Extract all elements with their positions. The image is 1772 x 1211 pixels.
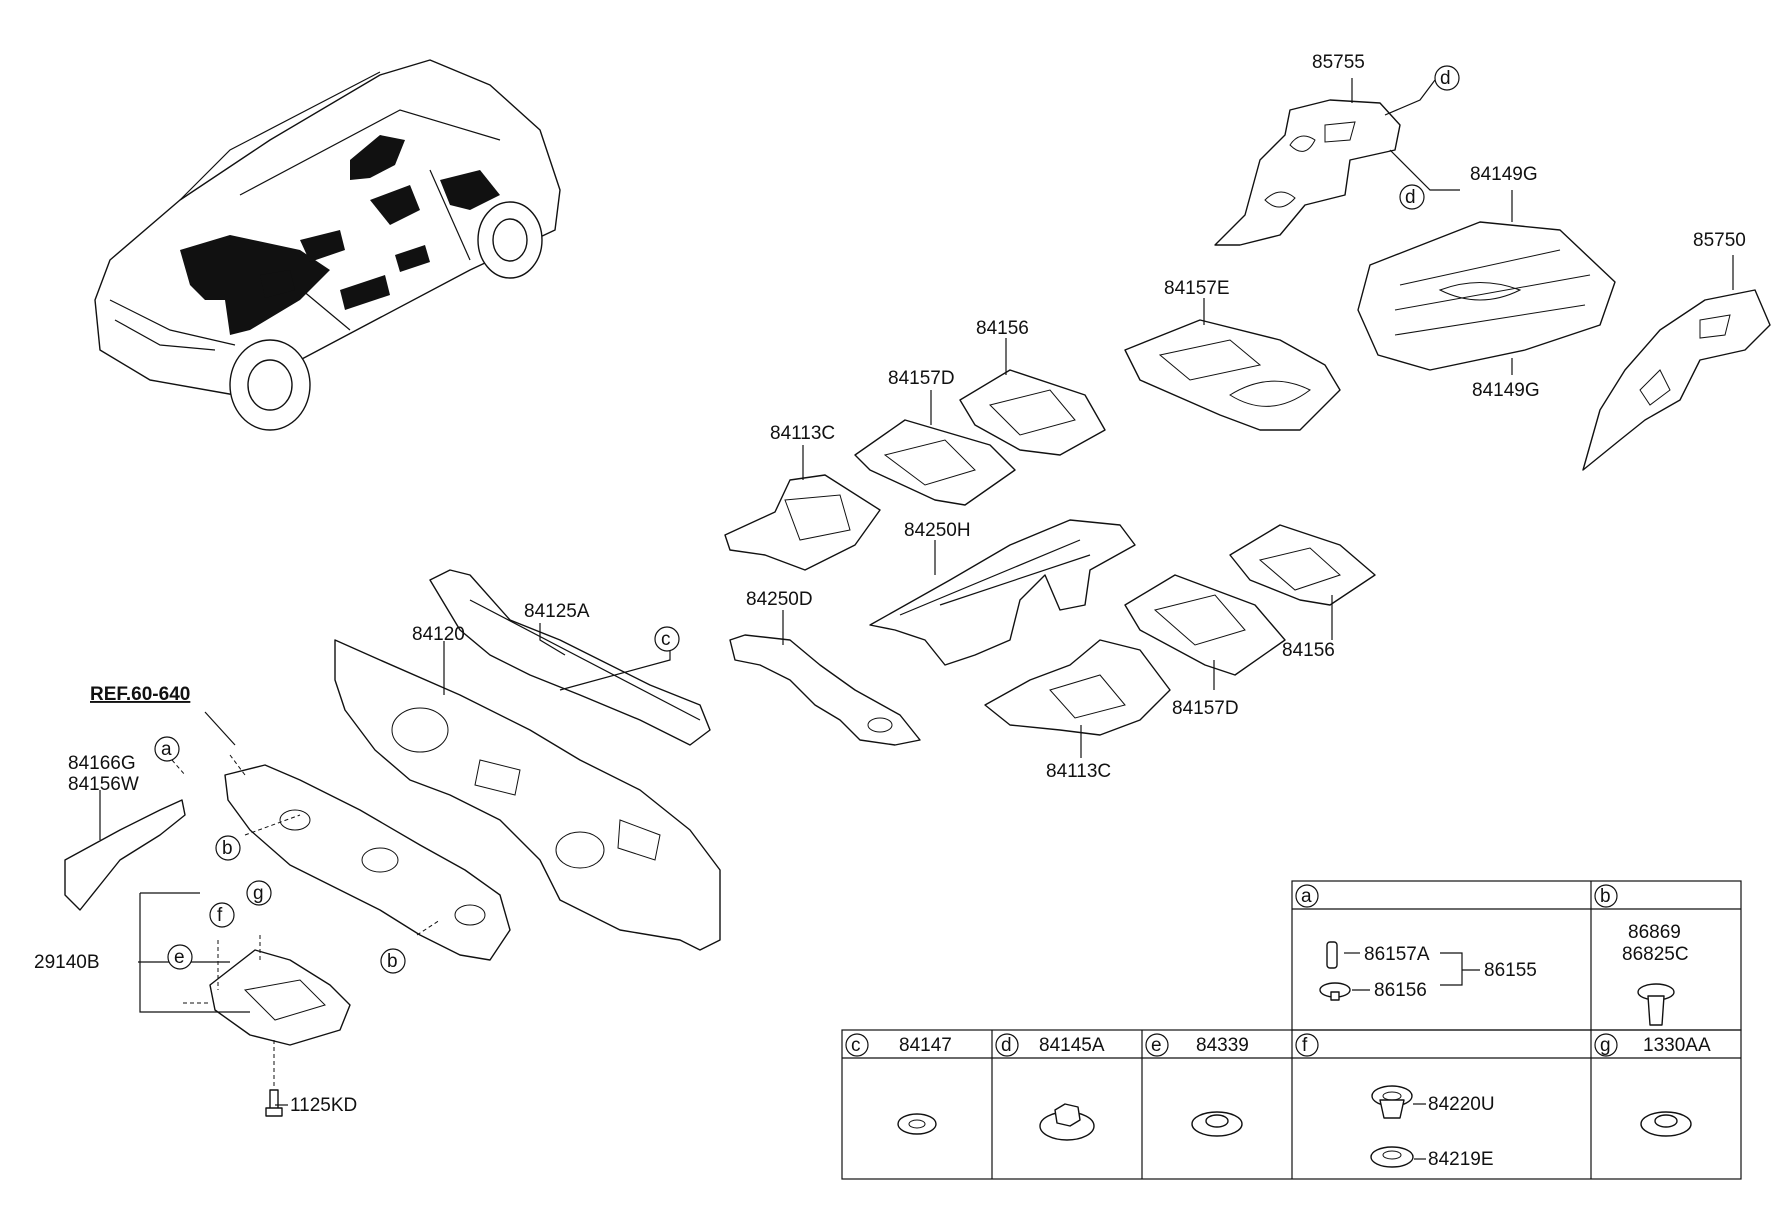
label-84156-top: 84156 — [976, 318, 1029, 339]
label-84157e: 84157E — [1164, 278, 1230, 299]
callout-a: a — [154, 736, 180, 762]
callout-d-top: d — [1434, 65, 1460, 91]
part-85755-shape — [1214, 99, 1401, 246]
part-84120-shape — [334, 639, 721, 951]
callout-b-lower: b — [380, 948, 406, 974]
label-86155: 86155 — [1484, 960, 1537, 981]
callout-c: c — [654, 626, 680, 652]
label-1125kd: 1125KD — [290, 1095, 357, 1116]
part-84166g-shape — [64, 799, 186, 911]
grommet-84220u-icon — [1371, 1085, 1413, 1119]
part-84113c-top-shape — [724, 474, 881, 571]
svg-text:a: a — [161, 739, 172, 760]
callout-b-upper: b — [215, 835, 241, 861]
label-84220u: 84220U — [1428, 1094, 1495, 1115]
part-84149g-shape — [1357, 221, 1616, 371]
svg-text:c: c — [661, 629, 671, 650]
label-85755: 85755 — [1312, 52, 1365, 73]
svg-text:a: a — [1301, 886, 1312, 907]
part-labels: 85755 84149G 84149G 85750 84157E 84156 8… — [34, 52, 1746, 1116]
callout-d-bottom: d — [1399, 184, 1425, 210]
legend-cell-a: a 86157A 86156 86155 — [1295, 884, 1537, 1001]
label-84219e: 84219E — [1428, 1149, 1494, 1170]
clip-84147-icon — [897, 1113, 937, 1135]
legend-cell-g: g 1330AA — [1594, 1033, 1711, 1137]
label-84250d: 84250D — [746, 589, 813, 610]
label-86869: 86869 — [1628, 922, 1681, 943]
label-84145a: 84145A — [1039, 1035, 1105, 1056]
callout-g: g — [246, 880, 272, 906]
rivet-86869-icon — [1637, 983, 1675, 1026]
part-84156-top-shape — [959, 369, 1106, 456]
part-85750-shape — [1582, 289, 1771, 471]
svg-text:b: b — [1600, 886, 1611, 907]
label-84156w: 84156W — [68, 774, 139, 795]
clip-1330aa-icon — [1640, 1111, 1692, 1137]
part-84156-bottom-shape — [1229, 524, 1376, 606]
svg-text:d: d — [1440, 68, 1451, 89]
svg-text:d: d — [1001, 1035, 1012, 1056]
clip-84339-icon — [1191, 1111, 1243, 1137]
part-84157d-bottom-shape — [1124, 574, 1286, 676]
part-84125a-shape — [429, 569, 711, 746]
leader-lines — [99, 78, 1734, 1106]
label-84113c-bottom: 84113C — [1046, 761, 1111, 782]
legend-cell-b: b 86869 86825C — [1594, 884, 1689, 1026]
part-84250h-shape — [869, 519, 1136, 666]
svg-text:d: d — [1405, 187, 1416, 208]
legend-table — [841, 880, 1742, 1180]
label-84157d-bottom: 84157D — [1172, 698, 1239, 719]
label-84149g-top: 84149G — [1470, 164, 1538, 185]
callout-f: f — [209, 902, 235, 928]
vehicle-overview — [94, 59, 561, 431]
nut-84145a-icon — [1039, 1103, 1095, 1141]
part-84157d-top-shape — [854, 419, 1016, 506]
part-84250d-shape — [729, 634, 921, 746]
reference-label: REF.60-640 — [90, 684, 190, 705]
label-29140b: 29140B — [34, 952, 100, 973]
label-84149g-bottom: 84149G — [1472, 380, 1540, 401]
label-84156-bottom: 84156 — [1282, 640, 1335, 661]
svg-text:e: e — [1151, 1035, 1162, 1056]
label-84166g: 84166G — [68, 753, 136, 774]
label-84339: 84339 — [1196, 1035, 1249, 1056]
svg-text:e: e — [174, 947, 185, 968]
label-84250h: 84250H — [904, 520, 971, 541]
label-84147: 84147 — [899, 1035, 952, 1056]
svg-text:g: g — [253, 883, 264, 904]
label-84125a: 84125A — [524, 601, 590, 622]
svg-text:b: b — [222, 838, 233, 859]
clip-86157a-icon — [1326, 941, 1338, 969]
label-84120: 84120 — [412, 624, 465, 645]
svg-text:b: b — [387, 951, 398, 972]
legend-cell-d: d 84145A — [995, 1033, 1105, 1141]
label-86156: 86156 — [1374, 980, 1427, 1001]
svg-text:c: c — [851, 1035, 861, 1056]
washer-86156-icon — [1319, 982, 1351, 1001]
legend-cell-e: e 84339 — [1145, 1033, 1249, 1137]
part-1125kd-bolt-shape — [265, 1089, 283, 1117]
svg-text:f: f — [1302, 1035, 1308, 1056]
label-84157d-top: 84157D — [888, 368, 955, 389]
washer-84219e-icon — [1370, 1146, 1414, 1168]
part-84113c-bottom-shape — [984, 639, 1171, 736]
callout-e: e — [167, 944, 193, 970]
legend-cell-f: f 84220U 84219E — [1295, 1033, 1495, 1170]
label-86825c: 86825C — [1622, 944, 1689, 965]
part-dash-insulator-shape — [224, 764, 511, 961]
label-85750: 85750 — [1693, 230, 1746, 251]
label-1330aa: 1330AA — [1643, 1035, 1711, 1056]
label-86157a: 86157A — [1364, 944, 1430, 965]
svg-text:g: g — [1600, 1035, 1611, 1056]
part-29140b-shape — [209, 949, 351, 1046]
label-84113c-top: 84113C — [770, 423, 835, 444]
part-84157e-shape — [1124, 319, 1341, 431]
legend-cell-c: c 84147 — [845, 1033, 952, 1135]
svg-text:f: f — [217, 905, 223, 926]
